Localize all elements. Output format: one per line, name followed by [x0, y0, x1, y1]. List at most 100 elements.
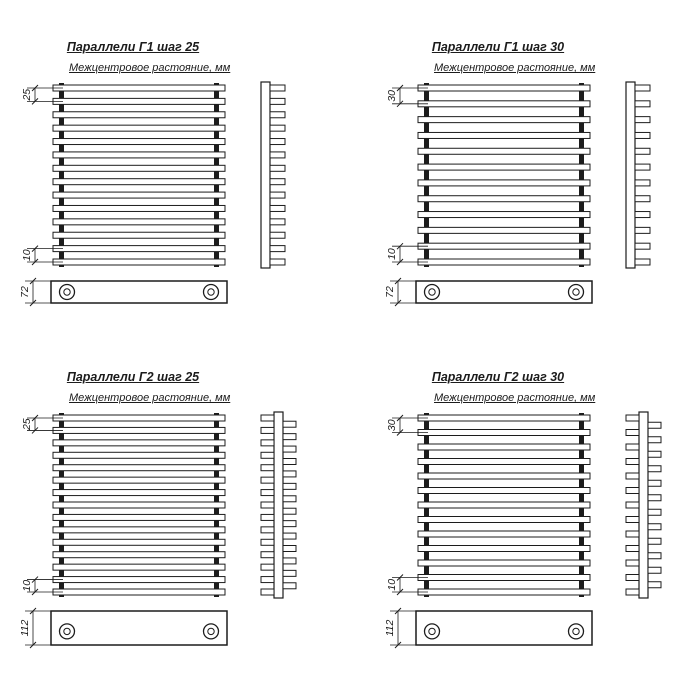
tube-bar	[417, 545, 591, 552]
side-tooth	[269, 138, 286, 146]
tube-bar	[417, 458, 591, 465]
side-tooth	[269, 191, 286, 199]
tube-bar	[417, 530, 591, 538]
fitting-inner	[428, 288, 436, 296]
side-tooth-right	[647, 421, 662, 429]
side-tooth-left	[260, 501, 275, 509]
side-tooth-left	[260, 588, 275, 596]
side-tooth-right	[647, 494, 662, 502]
panel-g2-step30: Параллели Г2 шаг 30 Межцентровое растоян…	[380, 358, 700, 693]
tube-bar	[52, 84, 226, 92]
collector-body	[50, 280, 228, 304]
tube-bar	[52, 191, 226, 199]
tube-bar	[52, 124, 226, 132]
fitting-inner	[63, 627, 71, 636]
tube-bar	[417, 443, 591, 451]
side-tooth-right	[282, 420, 297, 428]
dimension-label: 25	[21, 418, 33, 431]
dimension-label: 10	[21, 249, 33, 261]
tube-bar	[52, 414, 226, 422]
fitting-inner	[207, 288, 215, 296]
side-tooth	[269, 111, 286, 119]
panel-subtitle: Межцентровое растояние, мм	[434, 62, 596, 74]
side-tooth	[634, 100, 651, 108]
side-tooth-right	[282, 557, 297, 565]
side-tooth-left	[625, 501, 640, 509]
tube-bar	[52, 439, 226, 447]
tube-bar	[52, 97, 226, 105]
side-tooth-left	[260, 489, 275, 497]
dimension-label: 112	[384, 619, 396, 636]
fitting-inner	[207, 627, 215, 636]
side-tooth-left	[260, 451, 275, 459]
dimension-label: 72	[384, 286, 396, 298]
tube-bar	[52, 476, 226, 484]
tube-bar	[52, 111, 226, 119]
side-tooth-left	[625, 530, 640, 538]
side-tooth-right	[282, 445, 297, 453]
collector-body	[415, 280, 593, 304]
tube-bar	[417, 163, 591, 171]
tube-bar	[417, 588, 591, 596]
dimension-label: 30	[386, 90, 398, 102]
panel-title: Параллели Г2 шаг 30	[431, 370, 565, 384]
collector-body	[50, 610, 228, 646]
collector-view	[50, 610, 228, 646]
side-spine	[638, 411, 649, 599]
tube-bar	[417, 116, 591, 124]
tube-bar	[417, 516, 591, 523]
side-tooth-right	[282, 470, 297, 478]
side-tooth-left	[260, 476, 275, 484]
tube-bar	[417, 472, 591, 480]
side-view	[260, 411, 297, 599]
side-tooth	[634, 179, 651, 187]
side-tooth-left	[260, 563, 275, 571]
side-tooth-left	[625, 429, 640, 436]
front-view	[417, 83, 591, 267]
tube-bar	[417, 195, 591, 203]
tube-bar	[417, 258, 591, 266]
side-tooth-left	[260, 439, 275, 447]
panel-subtitle: Межцентровое растояние, мм	[69, 62, 231, 74]
side-tooth-right	[282, 458, 297, 465]
side-tooth	[269, 178, 286, 186]
tube-bar	[417, 100, 591, 108]
side-tooth	[634, 195, 651, 203]
dimension-label: 10	[21, 580, 33, 592]
tube-bar	[417, 84, 591, 92]
tube-bar	[52, 551, 226, 559]
tube-bar	[417, 242, 591, 250]
tube-bar	[52, 563, 226, 571]
side-tooth-left	[625, 472, 640, 480]
rail-right	[579, 83, 584, 267]
tube-bar	[417, 559, 591, 567]
side-tooth-right	[647, 566, 662, 574]
collector-body	[415, 610, 593, 646]
dimension-label: 10	[386, 579, 398, 591]
dimension-label: 72	[19, 286, 31, 298]
tube-bar	[417, 147, 591, 155]
tube-bar	[417, 574, 591, 581]
side-tooth	[269, 204, 286, 212]
side-tooth-left	[260, 464, 275, 472]
tube-bar	[52, 204, 226, 212]
side-tooth-right	[282, 582, 297, 590]
side-tooth-right	[282, 569, 297, 577]
side-tooth-left	[625, 414, 640, 422]
panel-title: Параллели Г2 шаг 25	[66, 370, 200, 384]
tube-bar	[417, 226, 591, 234]
panel-g1-step25: Параллели Г1 шаг 25 Межцентровое растоян…	[15, 28, 345, 363]
dimension-label: 30	[386, 419, 398, 431]
side-tooth	[634, 147, 651, 155]
side-tooth	[269, 151, 286, 159]
side-tooth-right	[647, 465, 662, 473]
side-tooth	[269, 258, 286, 266]
side-tooth-left	[260, 526, 275, 534]
collector-view	[415, 280, 593, 304]
tube-bar	[52, 178, 226, 186]
tube-bar	[52, 218, 226, 226]
tube-bar	[52, 526, 226, 534]
